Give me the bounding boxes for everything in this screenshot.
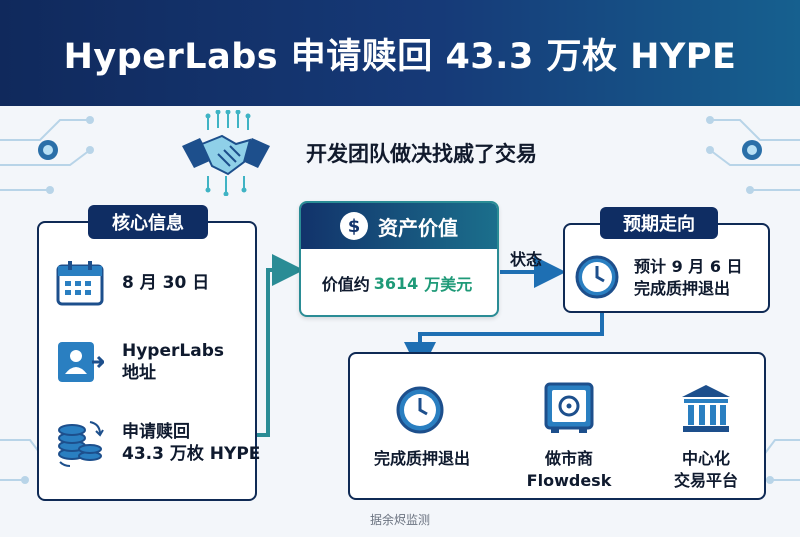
asset-value-header: $ 资产价值 [301, 203, 497, 249]
info-item-redeem: 申请赎回 43.3 万枚 HYPE [56, 418, 260, 468]
info-item-address: HyperLabs 地址 [56, 340, 224, 384]
address-text: HyperLabs 地址 [122, 341, 224, 383]
subtitle: 开发团队做决找戚了交易 [306, 142, 537, 166]
flow-step-exchange: 中心化 交易平台 [673, 449, 738, 490]
asset-value-suffix: 万美元 [424, 275, 473, 294]
footer-source: 据余烬监测 [369, 513, 430, 527]
asset-value-title: 资产价值 [378, 215, 458, 240]
clock-icon [396, 386, 444, 434]
address-card-icon [58, 342, 104, 382]
safe-icon [544, 382, 594, 433]
bank-icon [682, 385, 730, 432]
flow-step-unstake: 完成质押退出 [373, 449, 470, 468]
asset-value-body: 价值约 3614 万美元 [301, 249, 497, 315]
info-item-date: 8 月 30 日 [56, 260, 209, 306]
expected-title: 预期走向 [600, 207, 718, 239]
dollar-icon: $ [340, 212, 368, 240]
expected-text: 预计 9 月 6 日 完成质押退出 [634, 257, 743, 298]
header-banner: HyperLabs 申请赎回 43.3 万枚 HYPE [0, 0, 800, 106]
asset-value-card: $ 资产价值 价值约 3614 万美元 [299, 201, 499, 317]
core-info-title: 核心信息 [88, 205, 208, 239]
page-title: HyperLabs 申请赎回 43.3 万枚 HYPE [63, 36, 737, 77]
calendar-icon [56, 261, 104, 306]
coins-icon [58, 421, 104, 467]
asset-value-prefix: 价值约 [321, 275, 370, 294]
redeem-text: 申请赎回 43.3 万枚 HYPE [122, 422, 261, 464]
date-text: 8 月 30 日 [122, 273, 210, 293]
flow-step-flowdesk: 做市商 Flowdesk [526, 449, 612, 490]
status-label: 状态 [510, 250, 543, 269]
handshake-icon [182, 110, 270, 196]
asset-value-amount: 3614 [373, 273, 419, 293]
clock-icon [575, 255, 619, 299]
